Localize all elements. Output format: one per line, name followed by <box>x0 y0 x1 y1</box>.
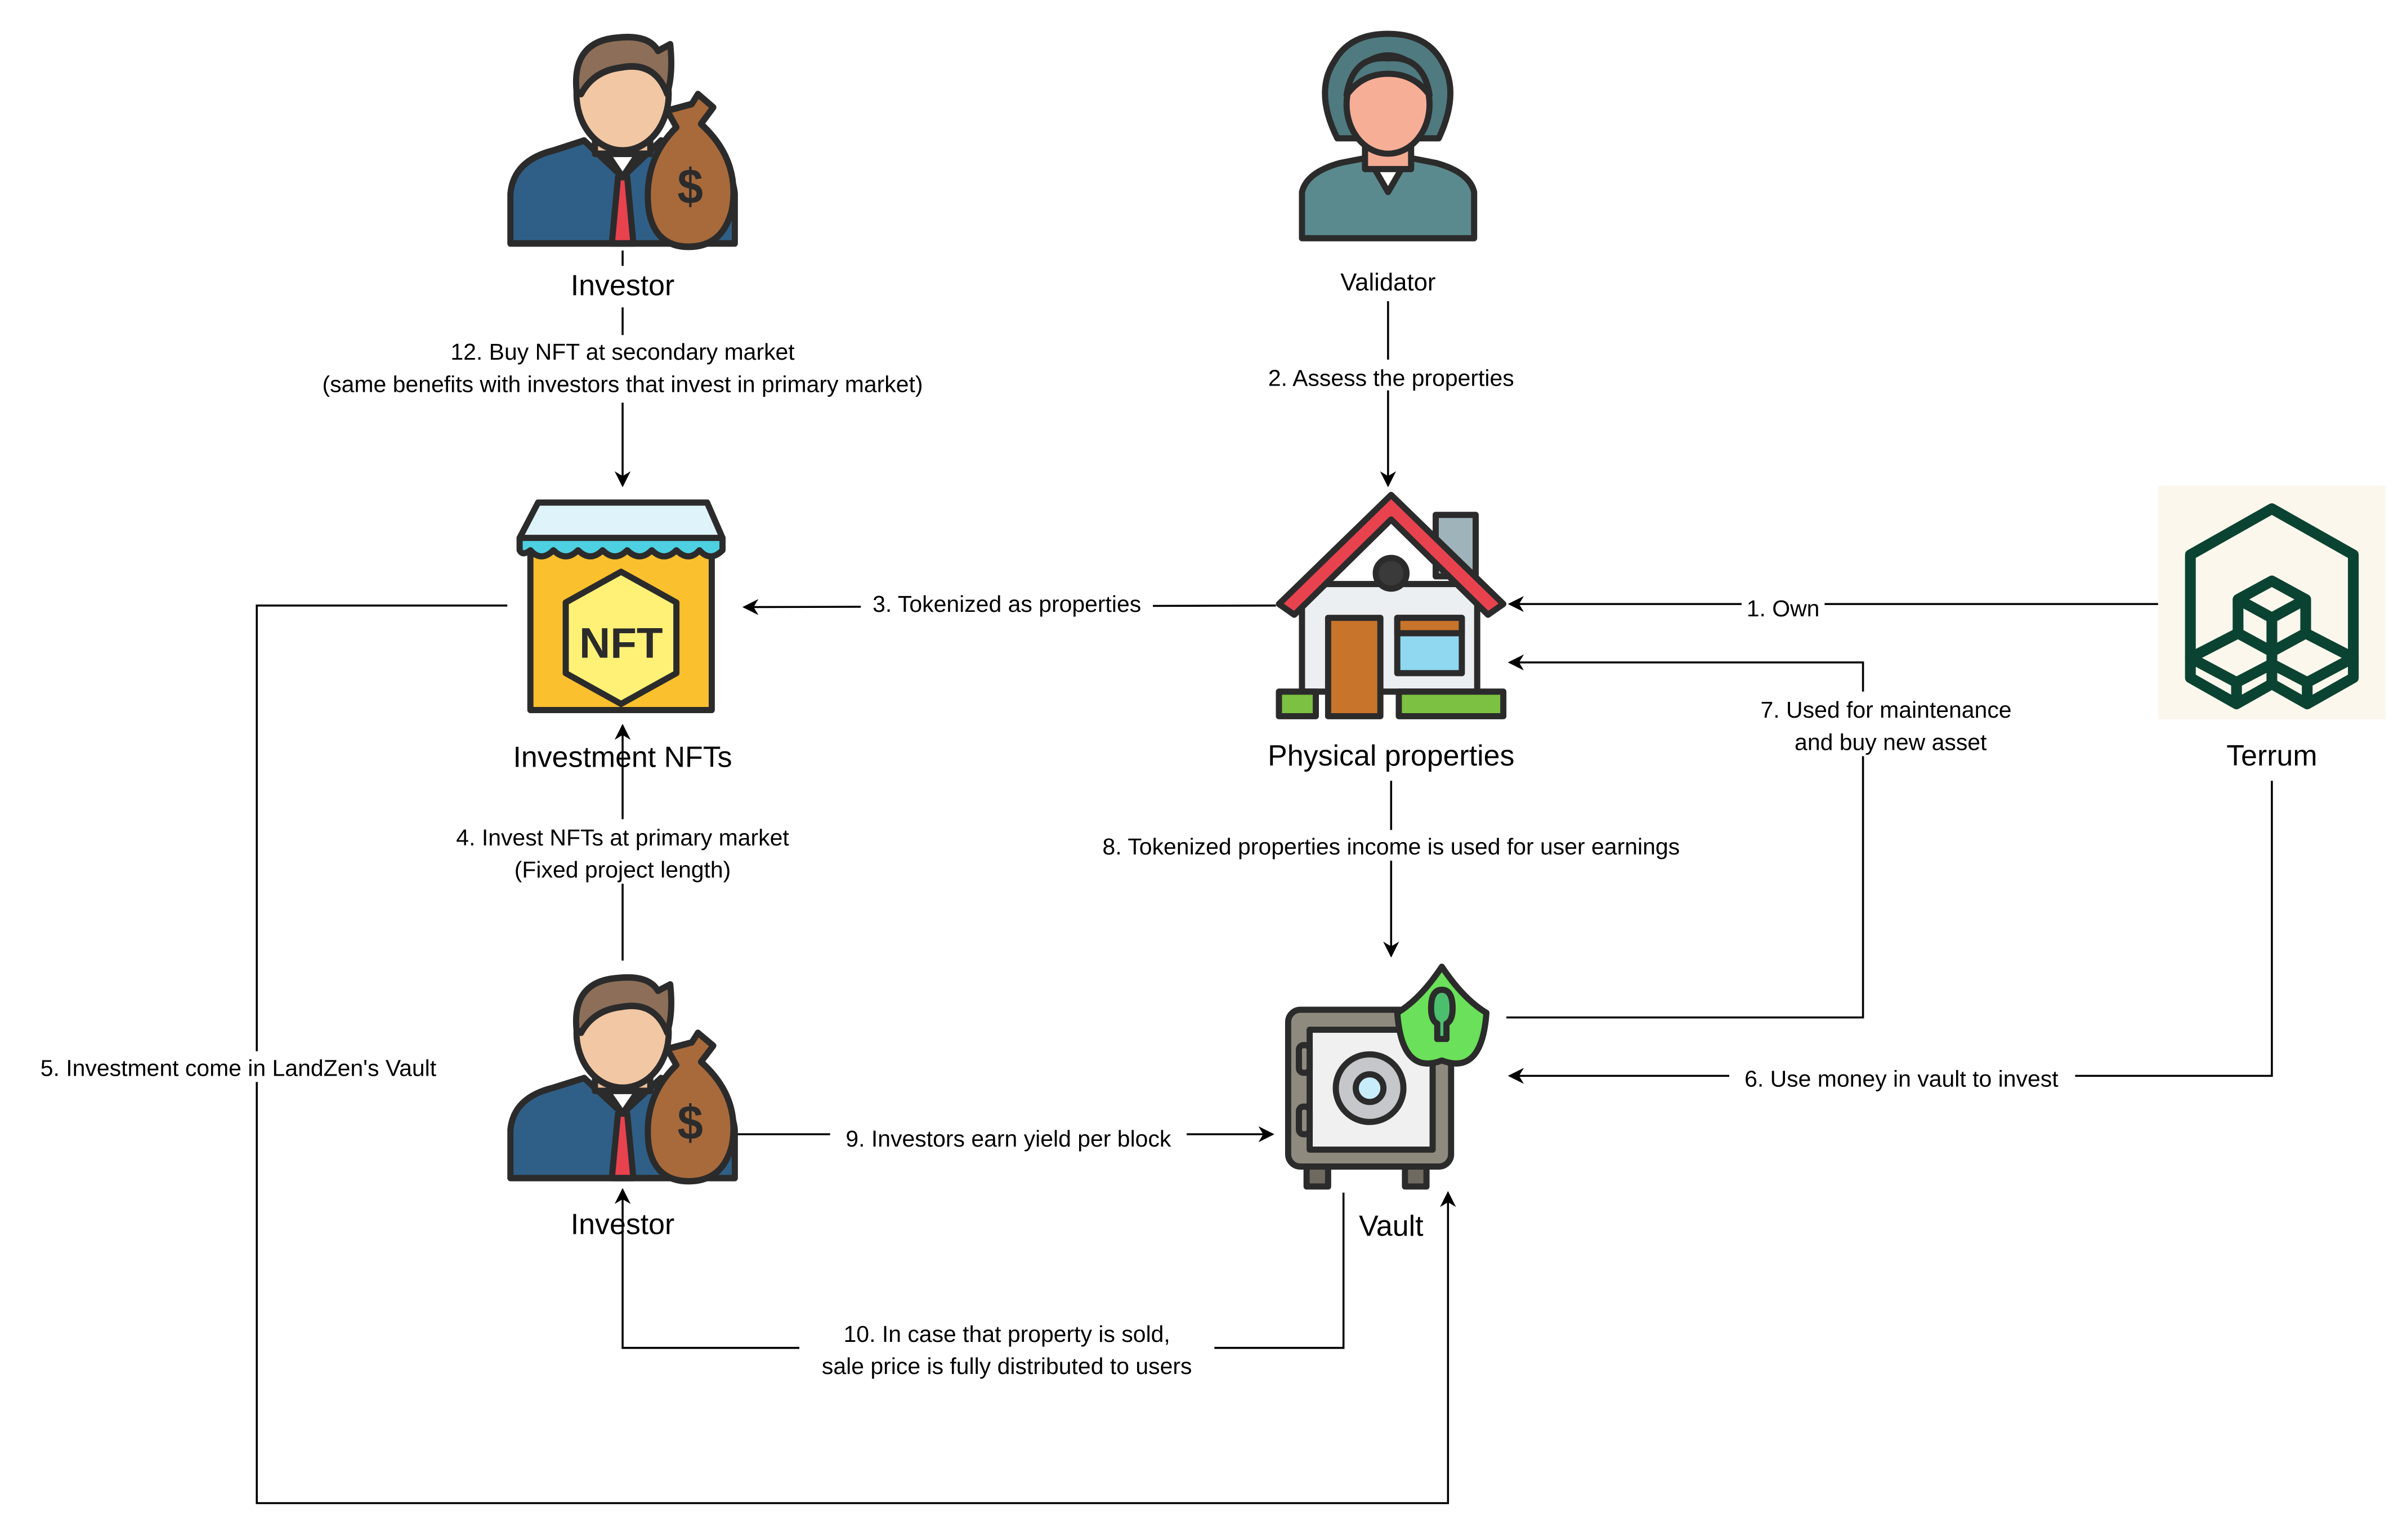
edge-label-10-line1: 10. In case that property is sold, <box>844 1321 1170 1347</box>
terrum-node: Terrum <box>2158 485 2386 772</box>
edge-label-8: 8. Tokenized properties income is used f… <box>1103 834 1680 859</box>
vault-label: Vault <box>1359 1209 1424 1242</box>
shield-keyhole-icon <box>1394 964 1490 1067</box>
edge-label-9: 9. Investors earn yield per block <box>845 1126 1171 1152</box>
edge-5-arrow <box>256 605 1456 1505</box>
edge-label-1: 1. Own <box>1747 596 1820 621</box>
terrum-label: Terrum <box>2226 739 2317 772</box>
edge-label-4-line1: 4. Invest NFTs at primary market <box>456 825 789 850</box>
edge-label-6: 6. Use money in vault to invest <box>1744 1066 2059 1091</box>
nft-sign-text: NFT <box>579 620 663 668</box>
edge-label-7-line1: 7. Used for maintenance <box>1761 697 2012 723</box>
terrum-logo-icon <box>2185 503 2359 710</box>
edge-labels: 1. Own 2. Assess the properties 3. Token… <box>18 339 2075 1381</box>
validator-node: Validator <box>1299 30 1478 296</box>
investor-bottom-node: Investor <box>511 977 735 1241</box>
edge-label-2: 2. Assess the properties <box>1268 365 1514 391</box>
edge-label-12-line2: (same benefits with investors that inves… <box>323 371 923 397</box>
investment-nfts-label: Investment NFTs <box>513 741 732 773</box>
edge-label-5: 5. Investment come in LandZen's Vault <box>41 1055 437 1081</box>
physical-properties-label: Physical properties <box>1268 739 1514 772</box>
edge-7-arrow <box>1506 654 1864 1019</box>
physical-properties-node: Physical properties <box>1268 491 1514 772</box>
investor-with-money-bag-icon <box>511 37 735 247</box>
edge-label-4-line2: (Fixed project length) <box>515 857 731 883</box>
validator-icon <box>1299 30 1478 241</box>
edge-label-12-line1: 12. Buy NFT at secondary market <box>450 339 795 365</box>
nft-store-icon: NFT <box>516 499 726 713</box>
investor-with-money-bag-icon <box>511 977 735 1181</box>
edge-label-10-line2: sale price is fully distributed to users <box>822 1353 1192 1379</box>
investment-nfts-node: NFT Investment NFTs <box>513 499 732 773</box>
edge-6-arrow <box>1507 781 2273 1084</box>
edge-label-7-line2: and buy new asset <box>1795 729 1987 755</box>
vault-node: Vault <box>1285 964 1490 1242</box>
investor-top-node: Investor <box>511 37 735 301</box>
investor-top-label: Investor <box>571 268 675 301</box>
validator-label: Validator <box>1340 268 1435 296</box>
investor-bottom-label: Investor <box>571 1208 675 1241</box>
edge-label-3: 3. Tokenized as properties <box>873 591 1141 617</box>
house-icon <box>1276 491 1507 719</box>
